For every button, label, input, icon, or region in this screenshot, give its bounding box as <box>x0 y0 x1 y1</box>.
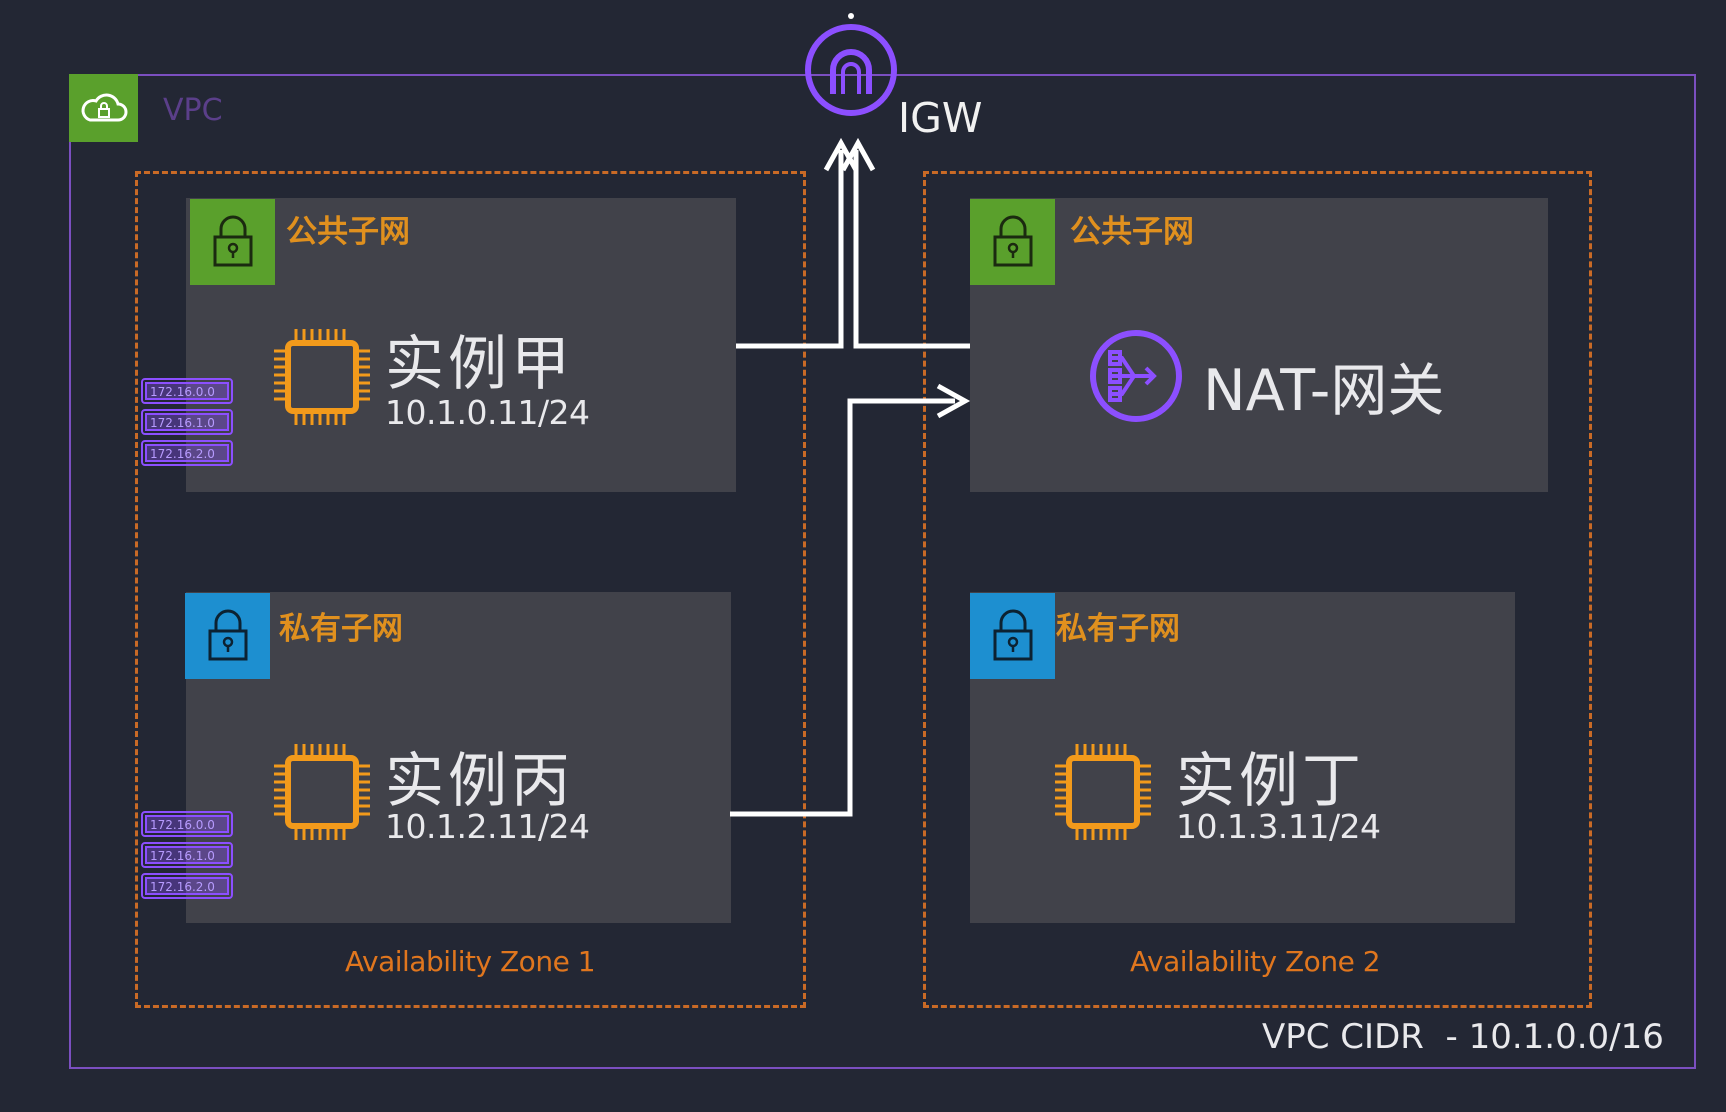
nat-gateway-icon <box>1090 330 1182 422</box>
route-table-row: 172.16.1.0 <box>150 849 215 863</box>
private-subnet-2 <box>970 592 1515 923</box>
route-table-icon: 172.16.0.0 172.16.1.0 172.16.2.0 <box>141 378 233 466</box>
cloud-lock-icon <box>69 74 138 142</box>
arrowhead <box>823 137 859 172</box>
vpc-label: VPC <box>163 93 223 128</box>
public-subnet-1-label: 公共子网 <box>286 214 410 250</box>
arrowhead <box>936 383 971 419</box>
public-subnet-1 <box>186 198 736 492</box>
public-subnet-2 <box>970 198 1548 492</box>
route-table-icon: 172.16.0.0 172.16.1.0 172.16.2.0 <box>141 811 233 899</box>
chip-icon <box>274 329 370 425</box>
route-table-row: 172.16.0.0 <box>150 818 215 832</box>
arrow-instance-b-to-nat <box>730 398 955 817</box>
availability-zone-1-label: Availability Zone 1 <box>344 945 596 978</box>
instance-b-name: 实例丙 <box>385 746 575 815</box>
vpc-boundary <box>69 74 1696 1069</box>
instance-b-ip: 10.1.2.11/24 <box>385 807 590 846</box>
instance-a-name: 实例甲 <box>385 329 575 398</box>
instance-d-ip: 10.1.3.11/24 <box>1176 807 1381 846</box>
route-table-row: 172.16.0.0 <box>150 385 215 399</box>
instance-d-name: 实例丁 <box>1176 746 1366 815</box>
chip-icon <box>274 744 370 840</box>
arrowhead <box>840 137 876 172</box>
availability-zone-2 <box>923 171 1592 1008</box>
padlock-icon <box>185 593 270 679</box>
route-table-row: 172.16.2.0 <box>150 880 215 894</box>
arrow-instance-a-to-igw <box>736 150 844 349</box>
vpc-cidr-label: VPC CIDR - 10.1.0.0/16 <box>1262 1017 1664 1057</box>
private-subnet-1-label: 私有子网 <box>279 611 403 647</box>
route-table-row: 172.16.2.0 <box>150 447 215 461</box>
chip-icon <box>1055 744 1151 840</box>
padlock-icon <box>190 199 275 285</box>
public-subnet-2-label: 公共子网 <box>1070 214 1194 250</box>
arrow-nat-to-igw <box>853 150 970 349</box>
padlock-icon <box>970 593 1055 679</box>
availability-zone-1 <box>135 171 806 1008</box>
private-subnet-1 <box>186 592 731 923</box>
availability-zone-2-label: Availability Zone 2 <box>1129 945 1381 978</box>
route-table-row: 172.16.1.0 <box>150 416 215 430</box>
instance-a-ip: 10.1.0.11/24 <box>385 393 590 432</box>
igw-label: IGW <box>898 94 983 142</box>
internet-gateway-icon <box>805 13 897 116</box>
private-subnet-2-label: 私有子网 <box>1056 611 1180 647</box>
nat-gateway-label: NAT-网关 <box>1203 358 1445 424</box>
padlock-icon <box>970 199 1055 285</box>
